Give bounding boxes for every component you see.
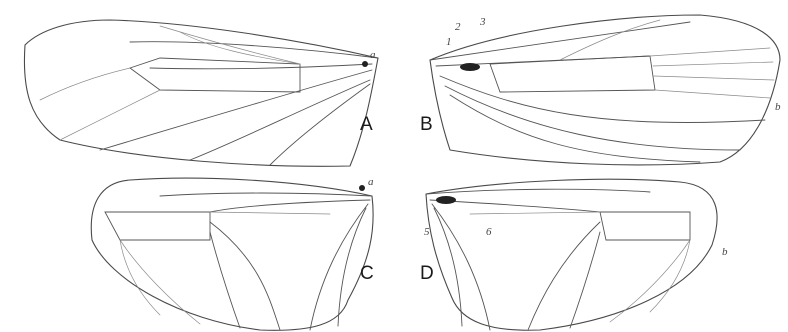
annotation-2: 2	[455, 21, 461, 33]
annotation-a-wing-a: a	[370, 49, 376, 61]
forewing-a	[24, 20, 378, 166]
annotation-6: 6	[486, 226, 492, 238]
hindwing-c	[91, 178, 373, 330]
stigma-dot-b	[460, 63, 480, 71]
stigma-dot-c	[359, 185, 365, 191]
annotation-5: 5	[424, 226, 430, 238]
annotation-b-wing-b: b	[775, 101, 781, 113]
hindwing-d	[426, 179, 717, 330]
forewing-b	[430, 15, 780, 165]
panel-label-a: A	[360, 114, 373, 135]
panel-label-c: C	[360, 263, 374, 284]
annotation-b-wing-d: b	[722, 246, 728, 258]
annotation-a-wing-c: a	[368, 176, 374, 188]
annotation-3: 3	[479, 16, 486, 28]
stigma-dot-a	[362, 61, 368, 67]
stigma-dot-d	[436, 196, 456, 204]
annotation-1: 1	[446, 36, 452, 48]
panel-label-d: D	[420, 263, 434, 284]
panel-label-b: B	[420, 114, 433, 135]
